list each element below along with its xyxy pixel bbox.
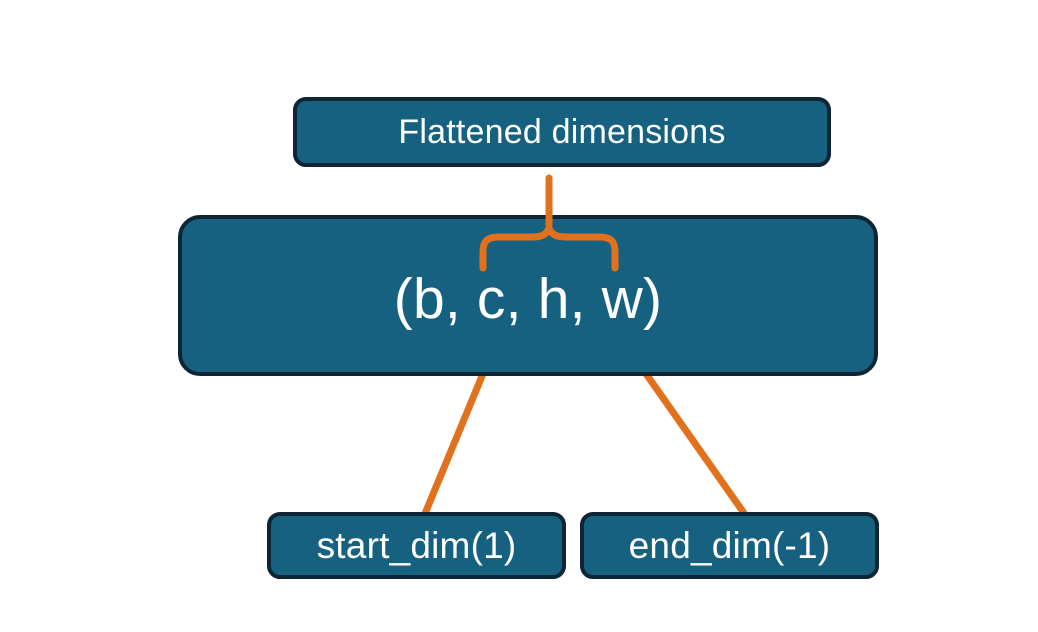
flattened-dimensions-box[interactable]: Flattened dimensions bbox=[293, 97, 831, 167]
start-dim-label: start_dim(1) bbox=[316, 525, 517, 566]
end-dim-box[interactable]: end_dim(-1) bbox=[580, 512, 879, 579]
start-dim-box[interactable]: start_dim(1) bbox=[267, 512, 566, 579]
end-dim-label: end_dim(-1) bbox=[628, 525, 831, 566]
flattened-dimensions-label: Flattened dimensions bbox=[398, 113, 726, 151]
shape-tuple-box[interactable]: (b, c, h, w) bbox=[178, 215, 878, 376]
shape-tuple-label: (b, c, h, w) bbox=[393, 267, 663, 331]
